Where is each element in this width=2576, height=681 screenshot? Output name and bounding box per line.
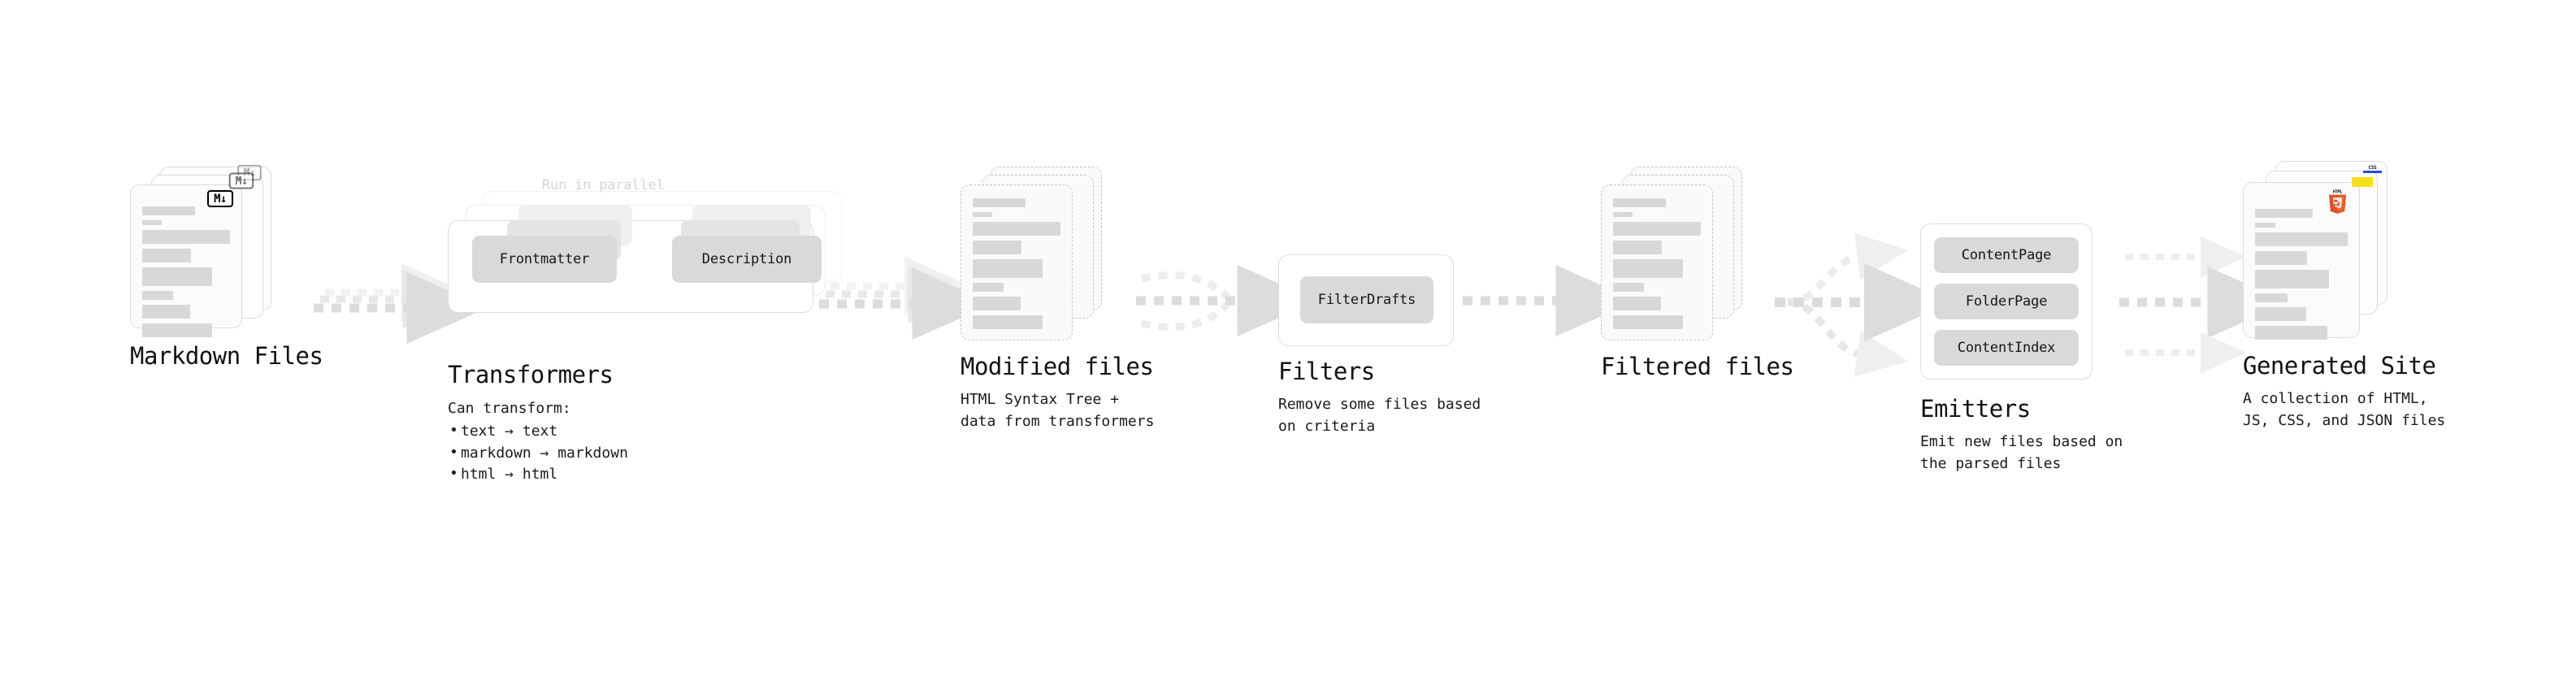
skeleton-line: [973, 241, 1022, 254]
skeleton-line: [142, 249, 192, 262]
stage-subtitle: Remove some files based on criteria: [1278, 396, 1481, 435]
svg-text:HTML: HTML: [2333, 189, 2343, 194]
skeleton-line: [973, 283, 1004, 292]
stage-filters: FilterDrafts Filters Remove some files b…: [1278, 254, 1481, 438]
skeleton-line: [142, 323, 213, 337]
skeleton-line: [142, 267, 213, 286]
stage-title: Filtered files: [1601, 353, 1794, 380]
transform-capability-list: text → text markdown → markdown html → h…: [448, 420, 854, 486]
stage-markdown-files: M↓ M↓ M↓ Markdown Files: [130, 164, 323, 370]
skeleton-line: [2255, 251, 2307, 265]
markdown-document-card[interactable]: [130, 184, 242, 337]
connector-emitters-to-site: [2119, 236, 2288, 374]
list-item: markdown → markdown: [448, 442, 854, 465]
stage-title: Transformers: [448, 361, 614, 388]
stage-emitters: ContentPage FolderPage ContentIndex Emit…: [1920, 223, 2123, 475]
pill-contentindex[interactable]: ContentIndex: [1934, 330, 2079, 366]
skeleton-line: [973, 297, 1021, 310]
skeleton-line: [2255, 307, 2306, 321]
stage-subtitle: A collection of HTML, JS, CSS, and JSON …: [2243, 390, 2446, 429]
skeleton-line: [973, 315, 1043, 329]
skeleton-line: [973, 259, 1043, 278]
stage-generated-site: CSS HTML Generated Site A collection of …: [2243, 161, 2445, 432]
pill-contentpage[interactable]: ContentPage: [1934, 237, 2079, 273]
pill-frontmatter[interactable]: Frontmatter: [472, 236, 617, 283]
skeleton-line: [2255, 209, 2313, 218]
skeleton-line: [1613, 297, 1662, 310]
stage-transformers: . . . . Frontmatter Description Run in p…: [448, 177, 854, 486]
list-item: text → text: [448, 420, 854, 443]
skeleton-line: [2255, 232, 2348, 246]
skeleton-line: [2255, 270, 2330, 288]
stage-subtitle: HTML Syntax Tree + data from transformer…: [961, 391, 1155, 430]
modified-document-card[interactable]: [961, 184, 1073, 340]
skeleton-line: [142, 291, 173, 300]
list-item: html → html: [448, 463, 854, 486]
skeleton-line: [142, 230, 230, 244]
skeleton-line: [973, 212, 992, 217]
html5-icon: HTML: [2327, 189, 2348, 215]
css3-icon: CSS: [2363, 164, 2382, 173]
skeleton-line: [1613, 259, 1684, 278]
skeleton-line: [142, 305, 191, 319]
skeleton-line: [142, 220, 162, 225]
run-in-parallel-label: Run in parallel: [542, 177, 665, 193]
stage-title: Filters: [1278, 358, 1375, 385]
skeleton-line: [2255, 326, 2327, 340]
stage-modified-files: Modified files HTML Syntax Tree + data f…: [961, 167, 1154, 433]
stage-title: Modified files: [961, 353, 1154, 380]
skeleton-line: [142, 206, 195, 215]
skeleton-line: [1613, 315, 1684, 329]
pill-description[interactable]: Description: [672, 236, 822, 283]
stage-title: Emitters: [1920, 395, 2031, 423]
skeleton-line: [1613, 241, 1663, 254]
filtered-document-card[interactable]: [1601, 184, 1713, 340]
skeleton-line: [973, 222, 1060, 236]
skeleton-line: [1613, 198, 1666, 207]
skeleton-line: [1613, 212, 1633, 217]
skeleton-line: [1613, 283, 1644, 292]
pill-filterdrafts[interactable]: FilterDrafts: [1300, 276, 1433, 323]
skeleton-line: [973, 198, 1026, 207]
connector-markdown-to-transformers: [314, 263, 488, 344]
stage-title: Generated Site: [2243, 352, 2436, 380]
stage-title: Markdown Files: [130, 342, 323, 370]
js-icon: [2352, 177, 2373, 187]
skeleton-line: [1613, 222, 1701, 236]
stage-subtitle: Can transform:: [448, 400, 571, 418]
skeleton-line: [2255, 223, 2276, 228]
markdown-icon: M↓: [207, 190, 233, 207]
skeleton-line: [2255, 293, 2288, 302]
stage-filtered-files: Filtered files: [1601, 167, 1794, 380]
stage-subtitle: Emit new files based on the parsed files: [1920, 433, 2123, 472]
markdown-icon-ghost: M↓: [228, 172, 254, 189]
pill-folderpage[interactable]: FolderPage: [1934, 284, 2079, 319]
